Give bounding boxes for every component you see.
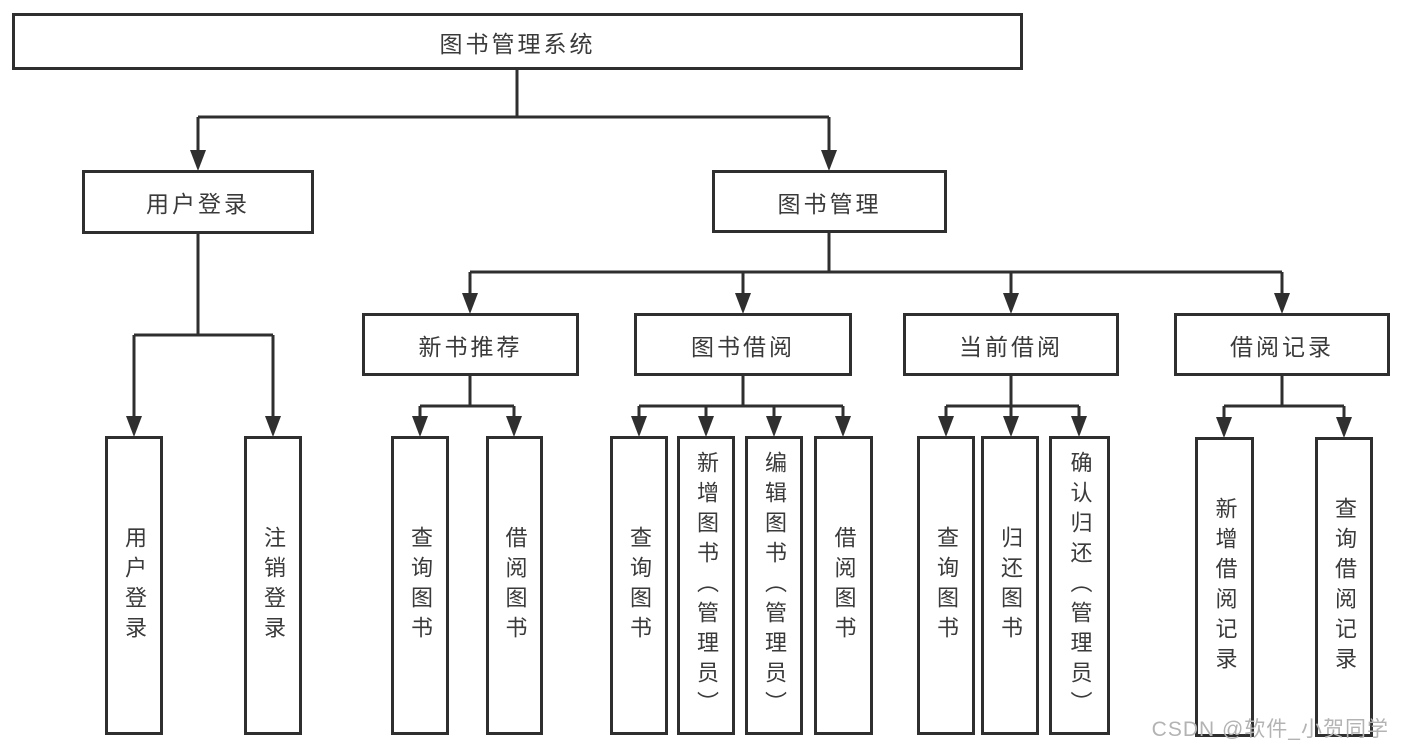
node-edit-book-admin: 编辑图书（管理员） (745, 436, 803, 735)
node-query-books-3: 查询图书 (917, 436, 975, 735)
node-label: 用户登录 (146, 191, 250, 217)
node-borrowing-records: 借阅记录 (1174, 313, 1390, 376)
node-user-login-branch: 用户登录 (82, 170, 314, 234)
node-label: 图书管理 (777, 190, 882, 217)
node-user-login-leaf: 用户登录 (105, 436, 163, 735)
node-add-borrow-record: 新增借阅记录 (1195, 437, 1254, 737)
node-label: 新增借阅记录 (1212, 497, 1238, 677)
node-confirm-return-admin: 确认归还（管理员） (1049, 436, 1110, 735)
node-label: 归还图书 (998, 525, 1023, 646)
node-label: 确认归还（管理员） (1067, 450, 1093, 721)
node-book-borrowing: 图书借阅 (634, 313, 852, 376)
node-book-management-branch: 图书管理 (712, 170, 947, 233)
node-label: 用户登录 (122, 525, 147, 646)
node-return-books: 归还图书 (981, 436, 1039, 735)
node-label: 查询图书 (408, 525, 433, 646)
node-label: 查询借阅记录 (1332, 497, 1357, 677)
watermark: CSDN @软件_小贺同学 (1151, 718, 1389, 741)
node-query-books-1: 查询图书 (391, 436, 449, 735)
arrowheads (126, 150, 1352, 438)
node-query-books-2: 查询图书 (610, 436, 668, 735)
node-add-book-admin: 新增图书（管理员） (677, 436, 735, 735)
node-label: 查询图书 (934, 525, 959, 646)
node-label: 注销登录 (261, 525, 286, 646)
node-label: 编辑图书（管理员） (762, 450, 787, 721)
node-label: 当前借阅 (959, 333, 1063, 360)
node-label: 借阅图书 (831, 525, 857, 646)
node-label: 图书借阅 (691, 333, 795, 360)
node-label: 新增图书（管理员） (694, 450, 719, 721)
node-borrow-books-2: 借阅图书 (814, 436, 873, 735)
node-logout-leaf: 注销登录 (244, 436, 302, 735)
node-label: 查询图书 (627, 525, 652, 646)
node-label: 借阅图书 (502, 525, 528, 646)
node-label: 借阅记录 (1230, 333, 1334, 360)
connector-paths (132, 70, 1346, 418)
node-library-management-system: 图书管理系统 (12, 13, 1023, 70)
node-borrow-books-1: 借阅图书 (486, 436, 543, 735)
node-label: 新书推荐 (418, 333, 523, 360)
node-new-book-recommend: 新书推荐 (362, 313, 579, 376)
node-current-borrowing: 当前借阅 (903, 313, 1119, 376)
node-query-borrow-record: 查询借阅记录 (1315, 437, 1373, 737)
node-label: 图书管理系统 (439, 30, 596, 57)
